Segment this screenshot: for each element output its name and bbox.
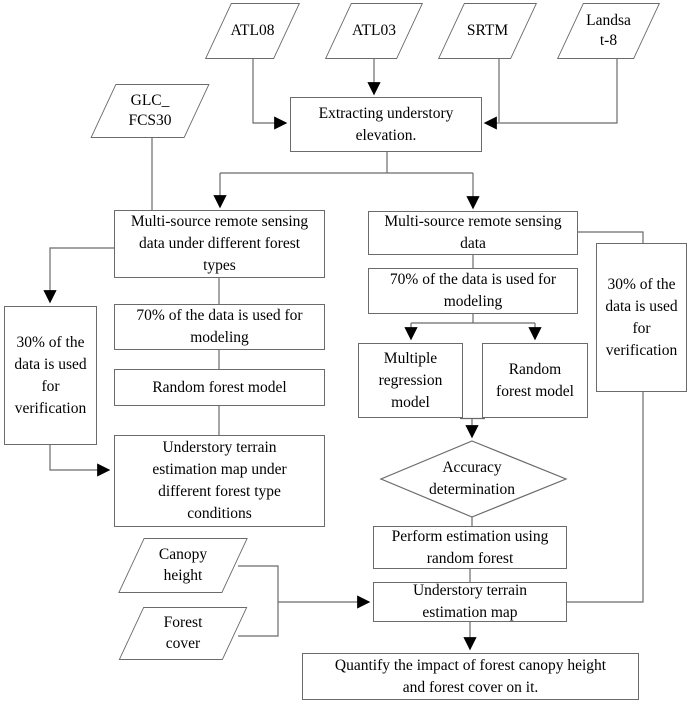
arrow-connectors — [43, 59, 618, 651]
arrow-landsat-extract — [483, 59, 618, 130]
accuracy-diamond-shape — [379, 440, 568, 518]
node-multisource-forest-types: Multi-source remote sensing data under d… — [114, 210, 325, 278]
node-random-forest-left: Random forest model — [114, 369, 325, 406]
node-label: GLC_ FCS30 — [128, 91, 172, 129]
plain-connectors — [151, 59, 644, 637]
node-understory-map: Understory terrain estimation map — [373, 582, 567, 622]
edge-verifyright-undermap — [567, 392, 644, 603]
node-accuracy-determination: Accuracy determination — [428, 459, 516, 498]
node-label: SRTM — [466, 21, 509, 39]
node-perform-estimation: Perform estimation using random forest — [373, 526, 567, 569]
node-atl03: ATL03 — [324, 3, 424, 59]
node-modeling-70-left: 70% of the data is used for modeling — [114, 304, 325, 350]
node-landsat8: Landsa t-8 — [556, 3, 661, 59]
node-label: ATL08 — [230, 21, 275, 39]
edge-model70-split — [411, 314, 535, 324]
node-label: Forest cover — [163, 614, 203, 652]
edge-multiright-verify — [578, 231, 644, 244]
node-glc-fcs30: GLC_ FCS30 — [90, 84, 210, 138]
node-multiple-regression-model: Multiple regression model — [358, 343, 463, 418]
node-understory-map-conditions: Understory terrain estimation map under … — [114, 435, 325, 527]
edge-inputs-merge — [238, 565, 279, 637]
node-verification-30-left: 30% of the data is used for verification — [4, 306, 97, 445]
arrow-multileft-verifyleft — [43, 247, 114, 304]
node-label: Canopy height — [158, 546, 208, 584]
arrow-atl08-extract — [252, 59, 288, 130]
node-modeling-70-right: 70% of the data is used for modeling — [368, 268, 578, 314]
node-label: ATL03 — [352, 21, 396, 39]
node-srtm: SRTM — [437, 3, 538, 59]
node-extract-understory-elevation: Extracting understory elevation. — [290, 97, 482, 152]
node-label: Landsa t-8 — [586, 11, 631, 49]
node-verification-30-right: 30% of the data is used for verification — [596, 243, 687, 392]
node-multisource-data: Multi-source remote sensing data — [368, 211, 578, 255]
arrow-verifyleft-undermap — [49, 445, 111, 477]
node-random-forest-right: Random forest model — [482, 343, 588, 418]
node-forest-cover: Forest cover — [118, 607, 248, 660]
node-atl08: ATL08 — [204, 3, 301, 59]
node-quantify-impact: Quantify the impact of forest canopy hei… — [302, 653, 639, 700]
node-canopy-height: Canopy height — [118, 538, 248, 593]
